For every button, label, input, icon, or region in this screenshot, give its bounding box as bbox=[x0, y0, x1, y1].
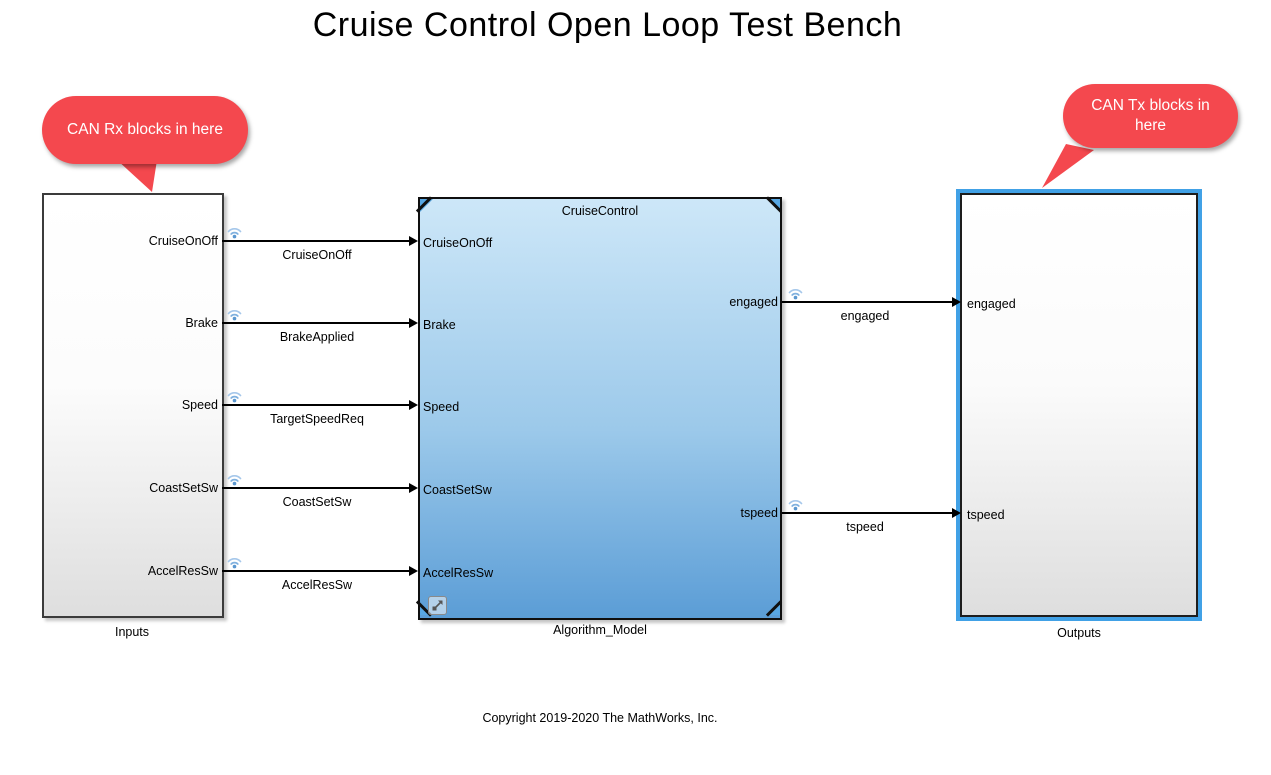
annotation-can-rx-tail bbox=[117, 160, 157, 192]
signal-wire[interactable] bbox=[222, 570, 410, 572]
outputs-block[interactable] bbox=[956, 189, 1202, 621]
copyright-text: Copyright 2019-2020 The MathWorks, Inc. bbox=[482, 711, 718, 725]
wire-arrowhead-icon bbox=[952, 297, 961, 307]
wireless-streaming-icon[interactable] bbox=[226, 389, 243, 403]
algorithm-model-caption: Algorithm_Model bbox=[553, 623, 647, 637]
annotation-can-rx-text: CAN Rx blocks in here bbox=[67, 121, 223, 138]
wire-arrowhead-icon bbox=[409, 566, 418, 576]
inputs-block[interactable] bbox=[42, 193, 224, 618]
signal-wire[interactable] bbox=[222, 487, 410, 489]
wire-arrowhead-icon bbox=[409, 318, 418, 328]
open-model-badge-icon[interactable] bbox=[428, 596, 447, 615]
wire-arrowhead-icon bbox=[409, 483, 418, 493]
port-label: tspeed bbox=[740, 506, 778, 520]
wireless-streaming-icon[interactable] bbox=[226, 555, 243, 569]
port-label: AccelResSw bbox=[147, 564, 218, 578]
port-label: Brake bbox=[423, 318, 456, 332]
signal-wire[interactable] bbox=[222, 404, 410, 406]
port-label: Speed bbox=[423, 400, 460, 414]
outputs-block-caption: Outputs bbox=[1057, 626, 1101, 640]
signal-wire[interactable] bbox=[782, 301, 954, 303]
algorithm-model-header: CruiseControl bbox=[561, 204, 639, 218]
wireless-streaming-icon[interactable] bbox=[787, 497, 804, 511]
signal-name-label: tspeed bbox=[846, 520, 884, 534]
port-label: CoastSetSw bbox=[423, 483, 492, 497]
port-label: CoastSetSw bbox=[149, 481, 218, 495]
port-label: CruiseOnOff bbox=[423, 236, 493, 250]
wire-arrowhead-icon bbox=[409, 236, 418, 246]
port-label: AccelResSw bbox=[423, 566, 494, 580]
signal-name-label: CoastSetSw bbox=[282, 495, 352, 509]
wire-arrowhead-icon bbox=[409, 400, 418, 410]
signal-wire[interactable] bbox=[782, 512, 954, 514]
signal-name-label: TargetSpeedReq bbox=[270, 412, 364, 426]
inputs-block-caption: Inputs bbox=[114, 625, 150, 639]
annotation-can-tx-text: CAN Tx blocks in here bbox=[1091, 97, 1210, 134]
wire-arrowhead-icon bbox=[952, 508, 961, 518]
annotation-can-tx[interactable]: CAN Tx blocks in here bbox=[1063, 84, 1238, 148]
wireless-streaming-icon[interactable] bbox=[226, 225, 243, 239]
signal-name-label: engaged bbox=[840, 309, 890, 323]
page-title: Cruise Control Open Loop Test Bench bbox=[312, 6, 903, 44]
signal-wire[interactable] bbox=[222, 240, 410, 242]
wireless-streaming-icon[interactable] bbox=[787, 286, 804, 300]
signal-wire[interactable] bbox=[222, 322, 410, 324]
annotation-can-rx[interactable]: CAN Rx blocks in here bbox=[42, 96, 248, 164]
signal-name-label: AccelResSw bbox=[281, 578, 353, 592]
wireless-streaming-icon[interactable] bbox=[226, 307, 243, 321]
port-label: Speed bbox=[181, 398, 218, 412]
signal-name-label: BrakeApplied bbox=[279, 330, 355, 344]
port-label: CruiseOnOff bbox=[148, 234, 218, 248]
port-label: tspeed bbox=[967, 508, 1005, 522]
outputs-block-body bbox=[960, 193, 1198, 617]
signal-name-label: CruiseOnOff bbox=[282, 248, 352, 262]
port-label: Brake bbox=[185, 316, 218, 330]
port-label: engaged bbox=[729, 295, 778, 309]
port-label: engaged bbox=[967, 297, 1016, 311]
wireless-streaming-icon[interactable] bbox=[226, 472, 243, 486]
algorithm-model-block[interactable] bbox=[418, 197, 782, 620]
annotation-can-tx-tail bbox=[1042, 144, 1094, 188]
